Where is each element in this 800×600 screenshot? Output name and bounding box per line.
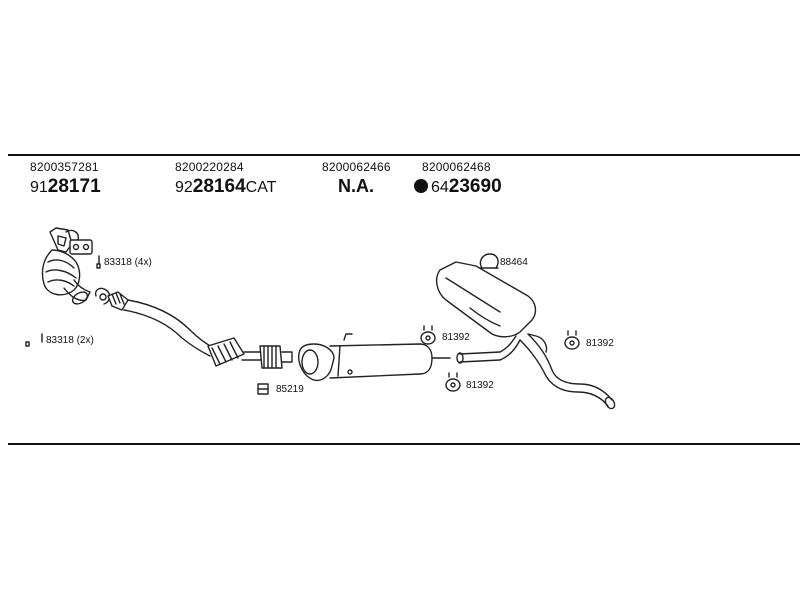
part-column-3: 8200062466 N.A. xyxy=(322,160,391,197)
bolt-marker-icon xyxy=(25,333,43,347)
part-number: N.A. xyxy=(338,176,374,196)
hanger-81392-icon-c xyxy=(564,330,580,350)
part-column-1: 8200357281 9128171 xyxy=(30,160,101,198)
ring-88464-icon xyxy=(479,253,499,269)
bottom-divider xyxy=(8,443,800,445)
hanger-81392-icon-b xyxy=(445,372,461,392)
oe-number: 8200220284 xyxy=(175,160,244,174)
oe-number: 8200062468 xyxy=(422,160,491,174)
centre-silencer-drawing xyxy=(298,333,451,382)
ring-label: 88464 xyxy=(500,257,528,268)
clamp-label: 83318 (2x) xyxy=(46,335,94,346)
part-number: 9128171 xyxy=(30,176,101,197)
clamp-85219-icon xyxy=(257,383,269,395)
hanger-label: 81392 xyxy=(466,380,494,391)
manifold-catalyst-drawing xyxy=(41,227,93,305)
part-number: 6423690 xyxy=(414,176,502,198)
rear-silencer-drawing xyxy=(435,261,616,410)
hanger-81392-icon-a xyxy=(420,325,436,345)
hanger-label: 81392 xyxy=(442,332,470,343)
oe-number: 8200062466 xyxy=(322,160,391,174)
oe-number: 8200357281 xyxy=(30,160,99,174)
top-divider xyxy=(8,154,800,156)
clamp-label: 83318 (4x) xyxy=(104,257,152,268)
part-column-4: 8200062468 6423690 xyxy=(414,160,502,198)
bullet-icon xyxy=(414,179,428,193)
part-column-2: 8200220284 9228164CAT xyxy=(175,160,276,198)
bolt-marker-icon xyxy=(96,255,101,269)
part-number: 9228164CAT xyxy=(175,176,277,197)
clamp-label: 85219 xyxy=(276,384,304,395)
clamp-icon xyxy=(94,287,111,305)
hanger-label: 81392 xyxy=(586,338,614,349)
front-pipe-drawing xyxy=(107,291,293,369)
